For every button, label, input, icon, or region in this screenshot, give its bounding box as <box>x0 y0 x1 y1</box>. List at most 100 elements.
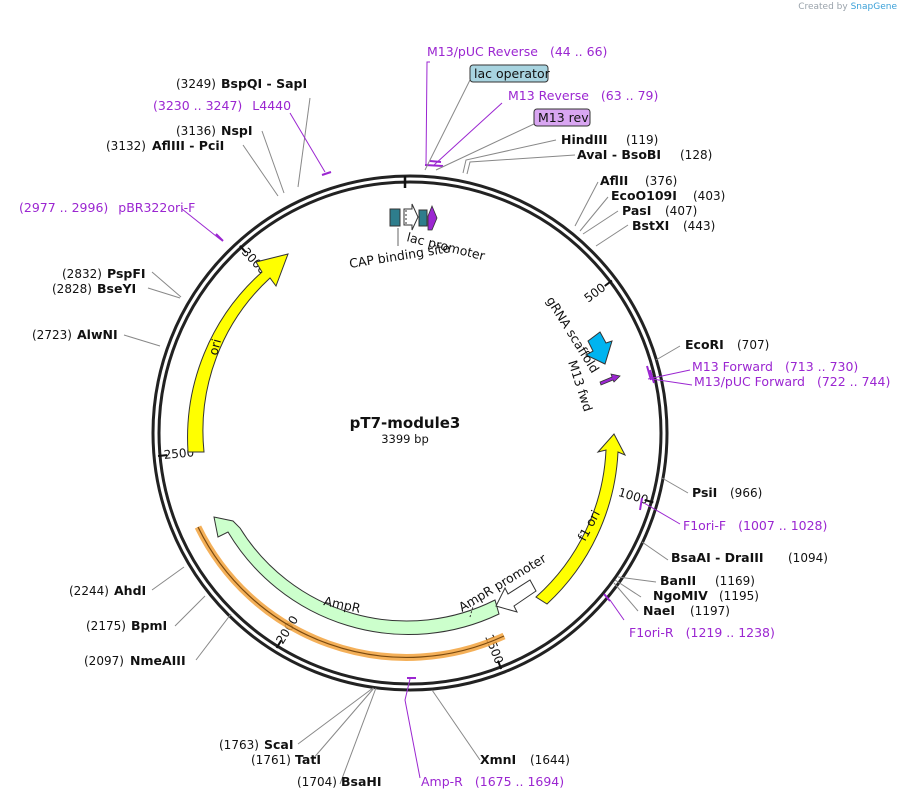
m13-rev-label: M13 rev <box>533 108 591 127</box>
primer-f1ori-r-range: (1219 .. 1238) <box>686 625 775 640</box>
site-avai-pos: (128) <box>680 148 712 162</box>
primer-l4440: (3230 .. 3247) L4440 <box>153 98 291 113</box>
ampr-promoter-arrow <box>495 579 537 613</box>
ori-arrow <box>187 253 289 453</box>
site-psii-name: PsiI <box>692 485 717 500</box>
site-bsahi-pos: (1704) <box>297 775 337 789</box>
site-eco0109i-pos: (403) <box>693 189 725 203</box>
site-psii-pos: (966) <box>730 486 762 500</box>
primer-f1ori-f-name: F1ori-F <box>683 518 726 533</box>
primer-m13-reverse-name: M13 Reverse <box>508 88 589 103</box>
site-hindiii-name: HindIII <box>561 132 608 147</box>
site-bpmi-pos: (2175) <box>86 619 126 633</box>
site-bseyi-pos: (2828) <box>52 282 92 296</box>
lac-promoter-arrow <box>403 203 419 231</box>
primer-amp-r-range: (1675 .. 1694) <box>475 774 564 789</box>
site-aflii-name: AflII <box>600 173 628 188</box>
site-afliii-pos: (3132) <box>106 139 146 153</box>
ampr-halo-core <box>197 526 505 659</box>
primer-m13-puc-forward-name: M13/pUC Forward <box>694 374 805 389</box>
lac-operator-label-text: lac operator <box>474 66 551 81</box>
site-naei-pos: (1197) <box>690 604 730 618</box>
primer-m13-forward: M13 Forward(713 .. 730) <box>692 359 858 374</box>
site-pasi-pos: (407) <box>665 204 697 218</box>
grna-scaffold-arrow <box>584 331 613 365</box>
box-leaders <box>424 79 535 171</box>
site-pasi-name: PasI <box>622 203 651 218</box>
primer-m13-puc-reverse-range: (44 .. 66) <box>550 44 607 59</box>
m13-rev-label-text: M13 rev <box>538 110 589 125</box>
primer-m13-puc-reverse-name: M13/pUC Reverse <box>427 44 538 59</box>
m13-fwd-arrow <box>599 373 621 386</box>
tick-2000 <box>275 639 283 649</box>
site-ngomiv-name: NgoMIV <box>653 588 708 603</box>
primer-m13-reverse-range: (63 .. 79) <box>601 88 658 103</box>
site-aflii-pos: (376) <box>645 174 677 188</box>
primer-leaders <box>181 61 693 779</box>
primer-l4440-range: (3230 .. 3247) <box>153 98 242 113</box>
primer-m13-reverse: M13 Reverse (63 .. 79) <box>508 88 658 103</box>
tick-label-2500: 2500 <box>163 445 195 462</box>
site-bseyi-name: BseYI <box>97 281 136 296</box>
m13-rev-label-box <box>533 108 591 127</box>
m13-rev-arrow <box>427 204 438 231</box>
site-leaders <box>123 97 689 785</box>
site-nspi-name: NspI <box>221 123 253 138</box>
ampr-arrow <box>213 516 500 636</box>
tick-2500 <box>157 454 168 457</box>
site-alwni-name: AlwNI <box>77 327 118 342</box>
cap-binding-site-box <box>389 208 401 227</box>
site-scai-pos: (1763) <box>219 738 259 752</box>
primer-m13-puc-forward: M13/pUC Forward (722 .. 744) <box>694 374 890 389</box>
site-bsahi-name: BsaHI <box>341 774 382 789</box>
site-bspqi-name: BspQI - SapI <box>221 76 307 91</box>
site-afliii-name: AflIII - PciI <box>152 138 224 153</box>
primer-pbr322ori-f-range: (2977 .. 2996) <box>19 200 108 215</box>
tick-label-500: 500 <box>582 280 609 305</box>
primer-m13-puc-reverse: M13/pUC Reverse (44 .. 66) <box>427 44 607 59</box>
primer-l4440-name: L4440 <box>252 98 291 113</box>
primer-pbr322ori-f-name: pBR322ori-F <box>118 200 195 215</box>
site-naei-name: NaeI <box>643 603 675 618</box>
lac-operator-box <box>418 209 428 227</box>
tick-1000 <box>644 498 654 504</box>
primer-marks <box>215 160 655 679</box>
site-scai-name: ScaI <box>264 737 294 752</box>
primer-amp-r-name: Amp-R <box>421 774 463 789</box>
site-ahdi-name: AhdI <box>114 583 146 598</box>
site-ecori-pos: (707) <box>737 338 769 352</box>
lac-operator-label-box <box>469 64 549 83</box>
site-tati-pos: (1761) <box>251 753 291 767</box>
tick-500 <box>604 279 613 287</box>
site-xmni-name: XmnI <box>480 752 516 767</box>
primer-f1ori-f-range: (1007 .. 1028) <box>738 518 827 533</box>
site-bstxi-pos: (443) <box>683 219 715 233</box>
credit-prefix: Created by <box>798 2 848 12</box>
snapgene-credit: Created by SnapGene <box>798 2 897 12</box>
credit-brand: SnapGene <box>850 2 897 12</box>
site-ngomiv-pos: (1195) <box>719 589 759 603</box>
tick-3000 <box>239 245 247 254</box>
backbone-inner <box>157 180 663 686</box>
site-bstxi-name: BstXI <box>632 218 669 233</box>
primer-m13-puc-forward-range: (722 .. 744) <box>817 374 890 389</box>
feature-ori-label: ori <box>205 337 224 357</box>
site-labels: HindIII (119) AvaI - BsoBI (128) AflII (… <box>32 76 828 789</box>
primer-amp-r: Amp-R (1675 .. 1694) <box>421 774 564 789</box>
backbone-outer <box>151 174 669 692</box>
plasmid-name: pT7-module3 <box>350 414 461 432</box>
primer-pbr322ori-f: (2977 .. 2996) pBR322ori-F <box>19 200 195 215</box>
site-banii-name: BanII <box>660 573 696 588</box>
feature-cap-binding-site-label: CAP binding site <box>348 240 451 271</box>
site-ahdi-pos: (2244) <box>69 584 109 598</box>
f1-ori-arrow <box>535 433 627 605</box>
primer-labels: M13/pUC Reverse (44 .. 66) M13 Reverse (63… <box>19 44 890 789</box>
primer-m13-forward-name: M13 Forward <box>692 359 773 374</box>
site-nmeaiii-name: NmeAIII <box>130 653 186 668</box>
site-bspqi-pos: (3249) <box>176 77 216 91</box>
site-avai-name: AvaI - BsoBI <box>577 147 661 162</box>
site-nmeaiii-pos: (2097) <box>84 654 124 668</box>
site-bsaai-pos: (1094) <box>788 551 828 565</box>
primer-f1ori-r-name: F1ori-R <box>629 625 674 640</box>
